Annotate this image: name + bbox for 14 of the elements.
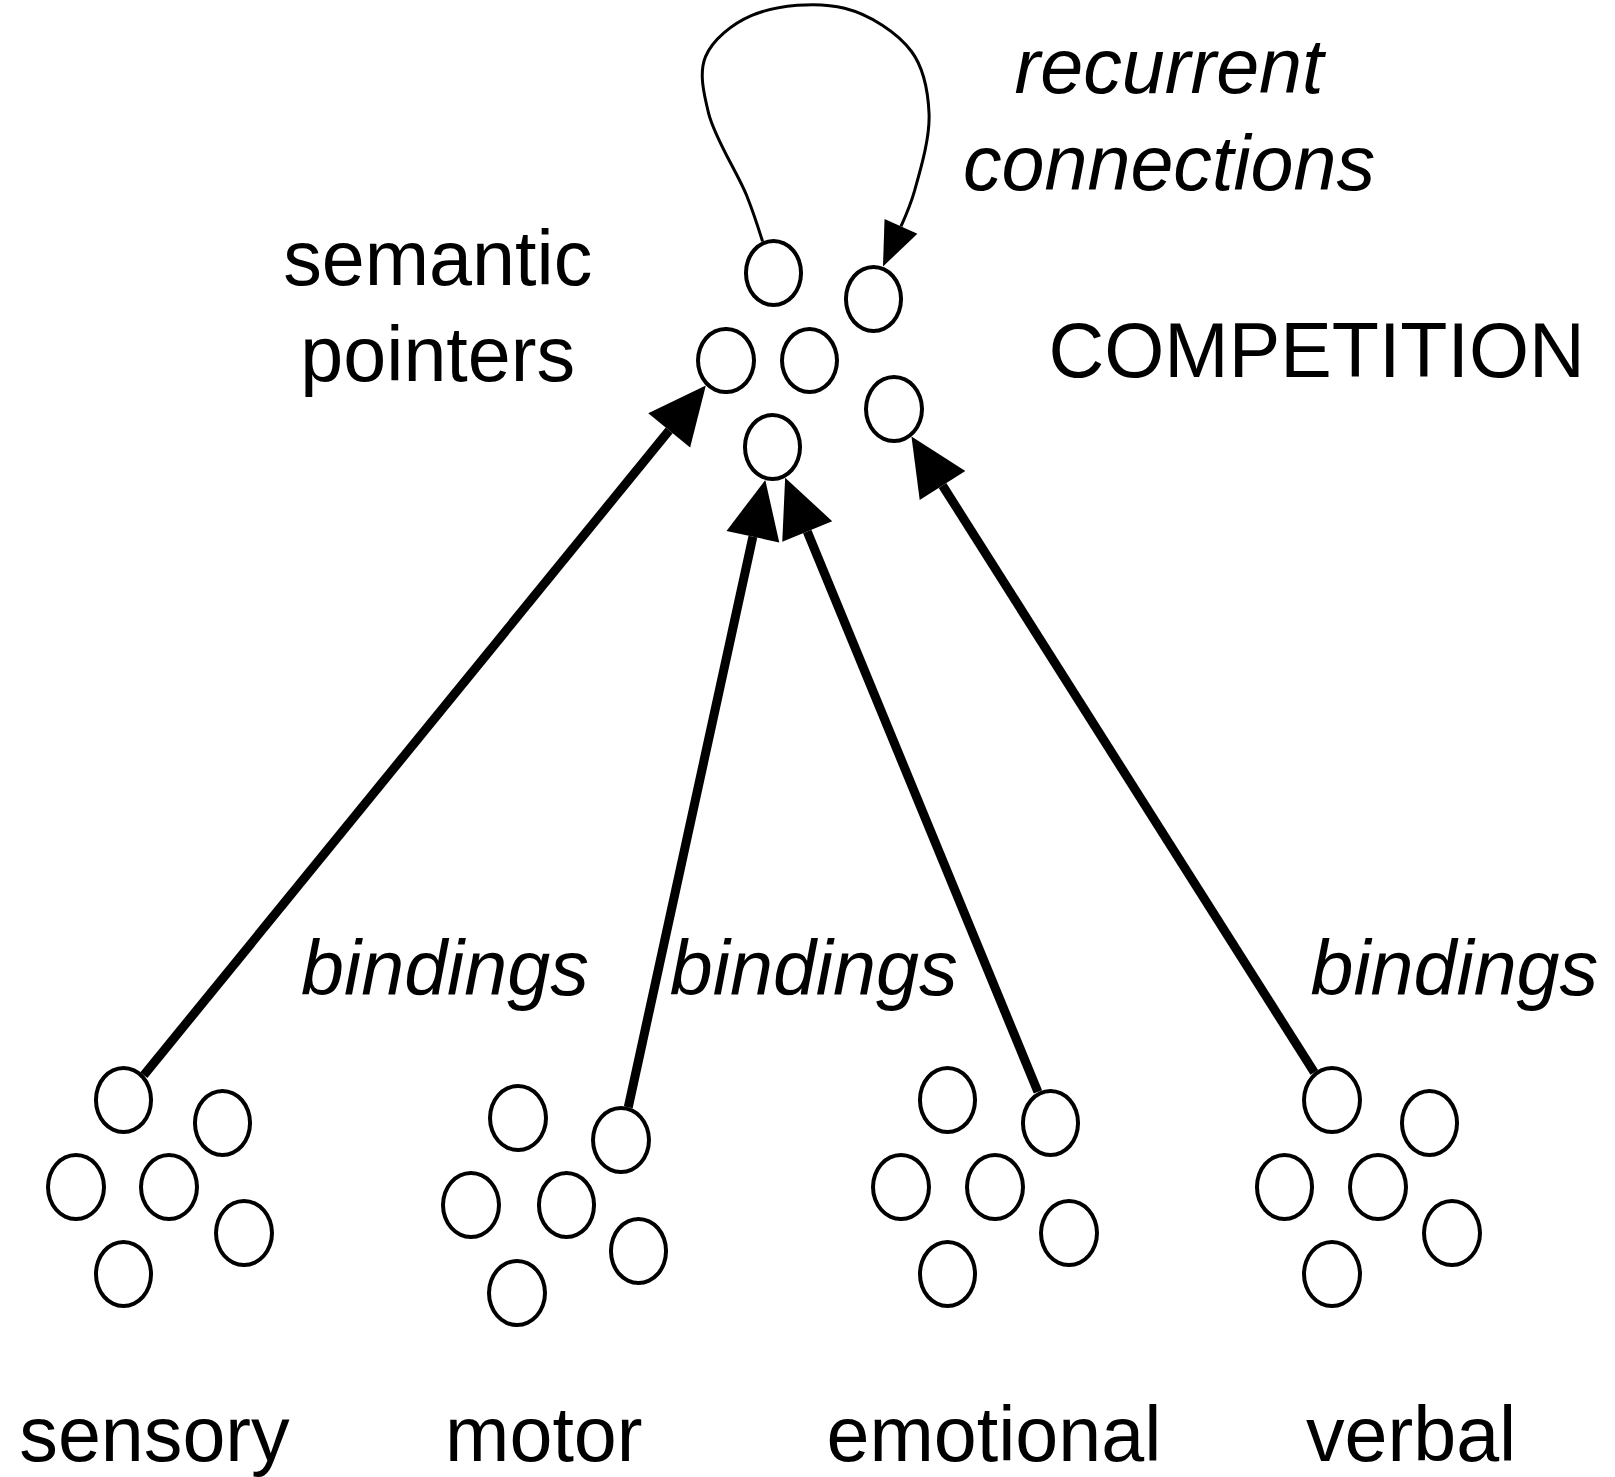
arrow xyxy=(782,477,1043,1094)
arrow xyxy=(623,480,780,1109)
layer-label: COMPETITION xyxy=(1048,305,1585,395)
group-label: sensory xyxy=(19,1389,290,1477)
group-label: motor xyxy=(445,1389,643,1477)
connection-label: bindings xyxy=(301,923,589,1013)
group-label: emotional xyxy=(826,1389,1162,1477)
group-label: verbal xyxy=(1305,1389,1517,1477)
connection-label: bindings xyxy=(669,923,958,1013)
layer-label: semantic pointers xyxy=(282,214,594,400)
arrow xyxy=(700,3,931,267)
annotation-text: recurrent connections xyxy=(961,22,1377,209)
arrow xyxy=(140,385,706,1078)
connection-label: bindings xyxy=(1310,923,1599,1013)
